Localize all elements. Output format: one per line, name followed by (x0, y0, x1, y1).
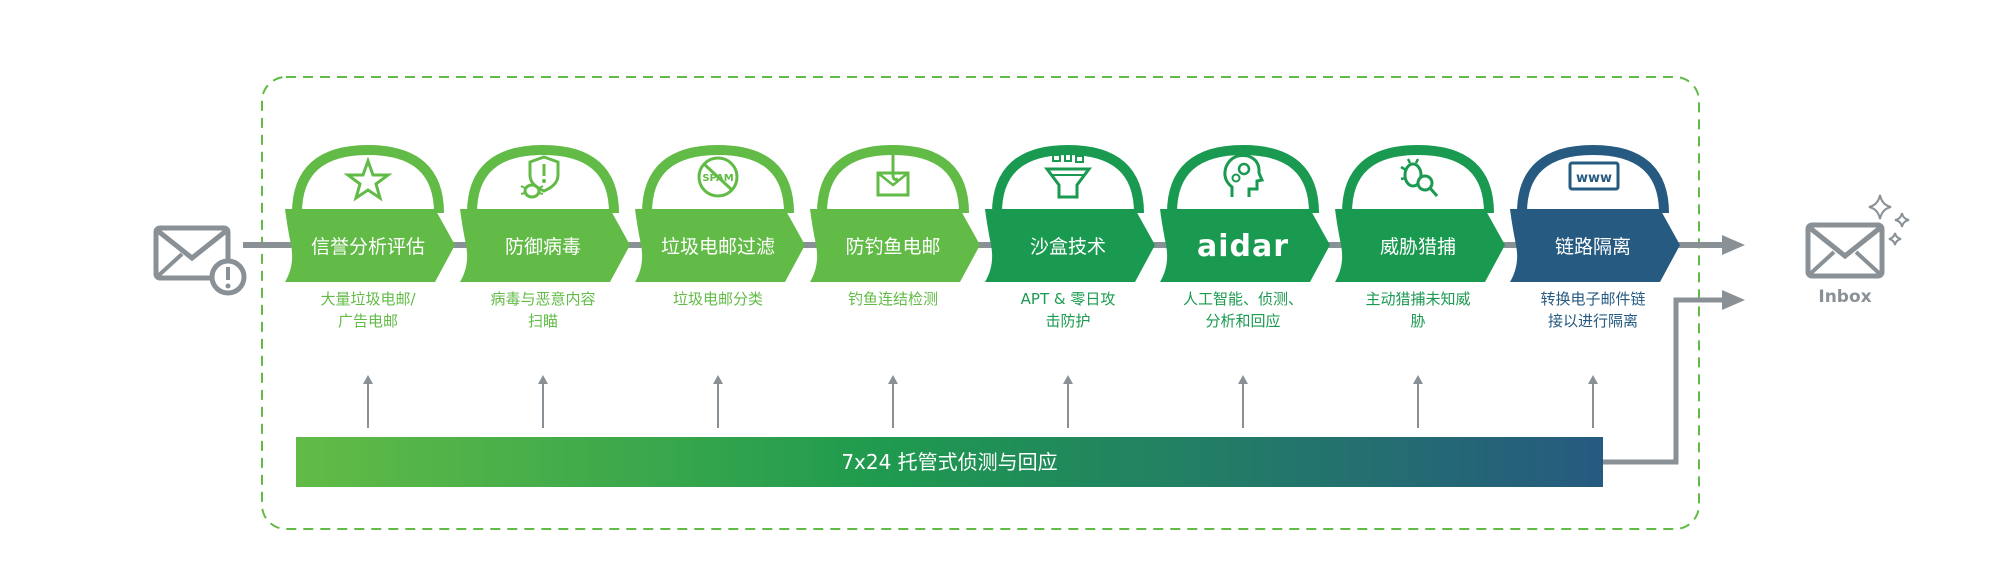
stage-label: 沙盒技术 (1029, 236, 1106, 258)
stage-chevron (460, 209, 630, 282)
support-arrow (1238, 375, 1248, 428)
response-flow-line (1603, 297, 1725, 465)
stage-shape (985, 144, 1155, 282)
stage-description: 病毒与恶意内容扫瞄 (468, 288, 618, 332)
bug-search-icon (1400, 158, 1439, 197)
virus-shield-icon (520, 155, 560, 199)
response-flow-arrowhead (1722, 290, 1745, 310)
description-line: 人工智能、侦测、 (1182, 290, 1303, 308)
description-line: 广告电邮 (337, 312, 398, 330)
stage-chevron (1510, 209, 1680, 282)
stage-label: 垃圾电邮过滤 (660, 236, 775, 258)
stage-arch (292, 144, 444, 214)
star-icon (343, 156, 393, 202)
stage-arch (642, 144, 794, 214)
stage-2: 防御病毒 (458, 144, 633, 287)
stage-description: APT & 零日攻击防护 (993, 288, 1143, 332)
description-line: 分析和回应 (1205, 312, 1281, 330)
stage-4: 防钓鱼电邮 (808, 144, 983, 287)
description-line: 击防护 (1045, 312, 1091, 330)
stage-description: 人工智能、侦测、分析和回应 (1168, 288, 1318, 332)
description-line: 转换电子邮件链 (1540, 290, 1646, 308)
ai-head-icon (1223, 154, 1265, 197)
stage-1: 信誉分析评估 (283, 144, 458, 287)
stage-8: www 链路隔离 (1508, 144, 1683, 287)
sandbox-funnel-icon (1044, 153, 1092, 199)
stage-chevron (985, 209, 1155, 282)
stage-description: 大量垃圾电邮/广告电邮 (293, 288, 443, 332)
description-line: 接以进行隔离 (1547, 312, 1638, 330)
stage-label: 防御病毒 (504, 236, 581, 258)
stage-chevron (810, 209, 980, 282)
support-arrow (713, 375, 723, 428)
stage-shape (1160, 144, 1330, 282)
support-arrow (888, 375, 898, 428)
support-arrow (538, 375, 548, 428)
no-spam-icon: SPAM (697, 156, 739, 198)
stage-arch (1167, 144, 1319, 214)
stage-chevron (285, 209, 455, 282)
stage-label: 威胁猎捕 (1379, 236, 1456, 258)
stage-label: 链路隔离 (1554, 236, 1631, 258)
support-arrow (1588, 375, 1598, 428)
stage-description: 垃圾电邮分类 (643, 288, 793, 310)
managed-detection-response-bar: 7x24 托管式侦测与回应 (296, 437, 1603, 487)
stage-shape (1335, 144, 1505, 282)
inbox-mail-icon (1805, 222, 1885, 279)
aidar-logo: aidar (1196, 229, 1290, 264)
stage-label: 防钓鱼电邮 (845, 236, 941, 258)
description-line: 胁 (1410, 312, 1426, 330)
www-icon: www (1568, 161, 1620, 191)
description-line: 病毒与恶意内容 (490, 290, 596, 308)
support-arrow (1063, 375, 1073, 428)
main-flow-arrowhead (1722, 235, 1745, 255)
stage-5: 沙盒技术 (983, 144, 1158, 287)
stage-arch (992, 144, 1144, 214)
description-line: 大量垃圾电邮/ (320, 290, 416, 308)
support-arrow (1413, 375, 1423, 428)
inbox-label: Inbox (1818, 287, 1872, 307)
stage-description: 主动猎捕未知威胁 (1343, 288, 1493, 332)
incoming-mail-alert-icon (153, 225, 247, 296)
stage-arch (817, 144, 969, 214)
stage-shape (810, 144, 980, 282)
stage-3: SPAM 垃圾电邮过滤 (633, 144, 808, 287)
support-arrow (363, 375, 373, 428)
stage-shape: www (1510, 144, 1680, 282)
stage-7: 威胁猎捕 (1333, 144, 1508, 287)
stage-description: 转换电子邮件链接以进行隔离 (1518, 288, 1668, 332)
stage-shape (285, 144, 455, 282)
description-line: 主动猎捕未知威 (1365, 290, 1471, 308)
description-line: 钓鱼连结检测 (847, 290, 938, 308)
svg-text:SPAM: SPAM (702, 173, 733, 184)
svg-text:www: www (1576, 171, 1612, 186)
stage-6: aidar (1158, 144, 1333, 287)
description-line: 扫瞄 (527, 312, 558, 330)
stage-description: 钓鱼连结检测 (818, 288, 968, 310)
stage-label: 信誉分析评估 (310, 236, 425, 258)
sparkle-icon (1868, 194, 1910, 246)
stage-shape: SPAM (635, 144, 805, 282)
stage-chevron (1160, 209, 1330, 282)
stage-chevron (635, 209, 805, 282)
stage-chevron (1335, 209, 1505, 282)
description-line: 垃圾电邮分类 (672, 290, 763, 308)
phishing-mail-icon (876, 155, 910, 197)
stage-shape (460, 144, 630, 282)
description-line: APT & 零日攻 (1020, 290, 1116, 308)
stage-arch (1517, 144, 1669, 214)
